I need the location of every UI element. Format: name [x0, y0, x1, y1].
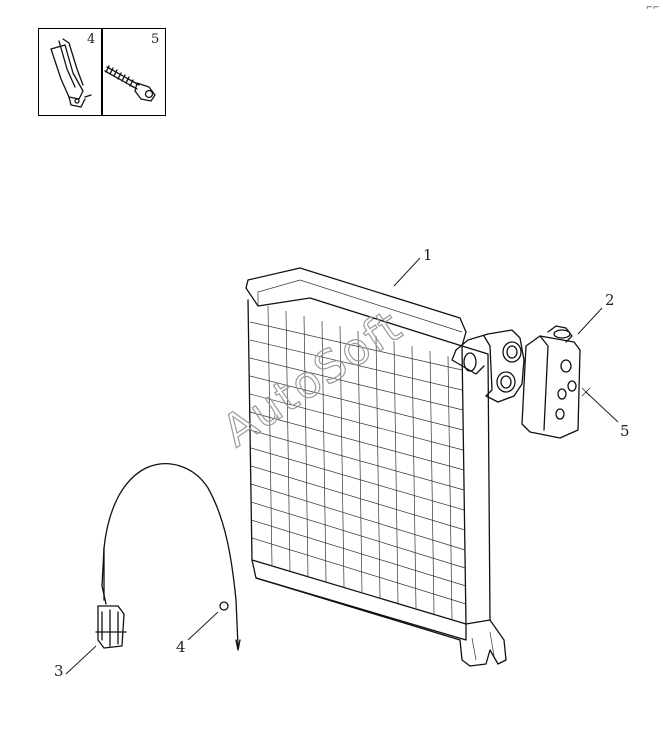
callout-2: 2 — [605, 291, 615, 309]
inset-label-5: 5 — [151, 32, 160, 47]
screw-part-icon — [104, 65, 156, 102]
watermark: AutoSoft — [214, 300, 412, 457]
inset-parts-box: 4 5 — [38, 28, 166, 116]
clip-part-icon — [50, 38, 92, 108]
inset-divider — [101, 29, 103, 115]
pipe-fitting — [451, 329, 525, 403]
inset-label-4: 4 — [87, 32, 96, 47]
callout-4: 4 — [176, 638, 186, 656]
sensor-harness — [95, 463, 241, 651]
callout-3: 3 — [54, 662, 64, 680]
cross-mark — [581, 387, 591, 397]
evaporator-core — [245, 267, 525, 667]
core-grid — [249, 305, 467, 620]
expansion-valve — [521, 325, 581, 439]
callout-1: 1 — [423, 246, 433, 264]
callout-5: 5 — [620, 422, 630, 440]
inset-clip-icon — [50, 38, 156, 108]
corner-mark: ⌐⌐ — [646, 3, 660, 12]
leader-lines — [65, 257, 619, 675]
